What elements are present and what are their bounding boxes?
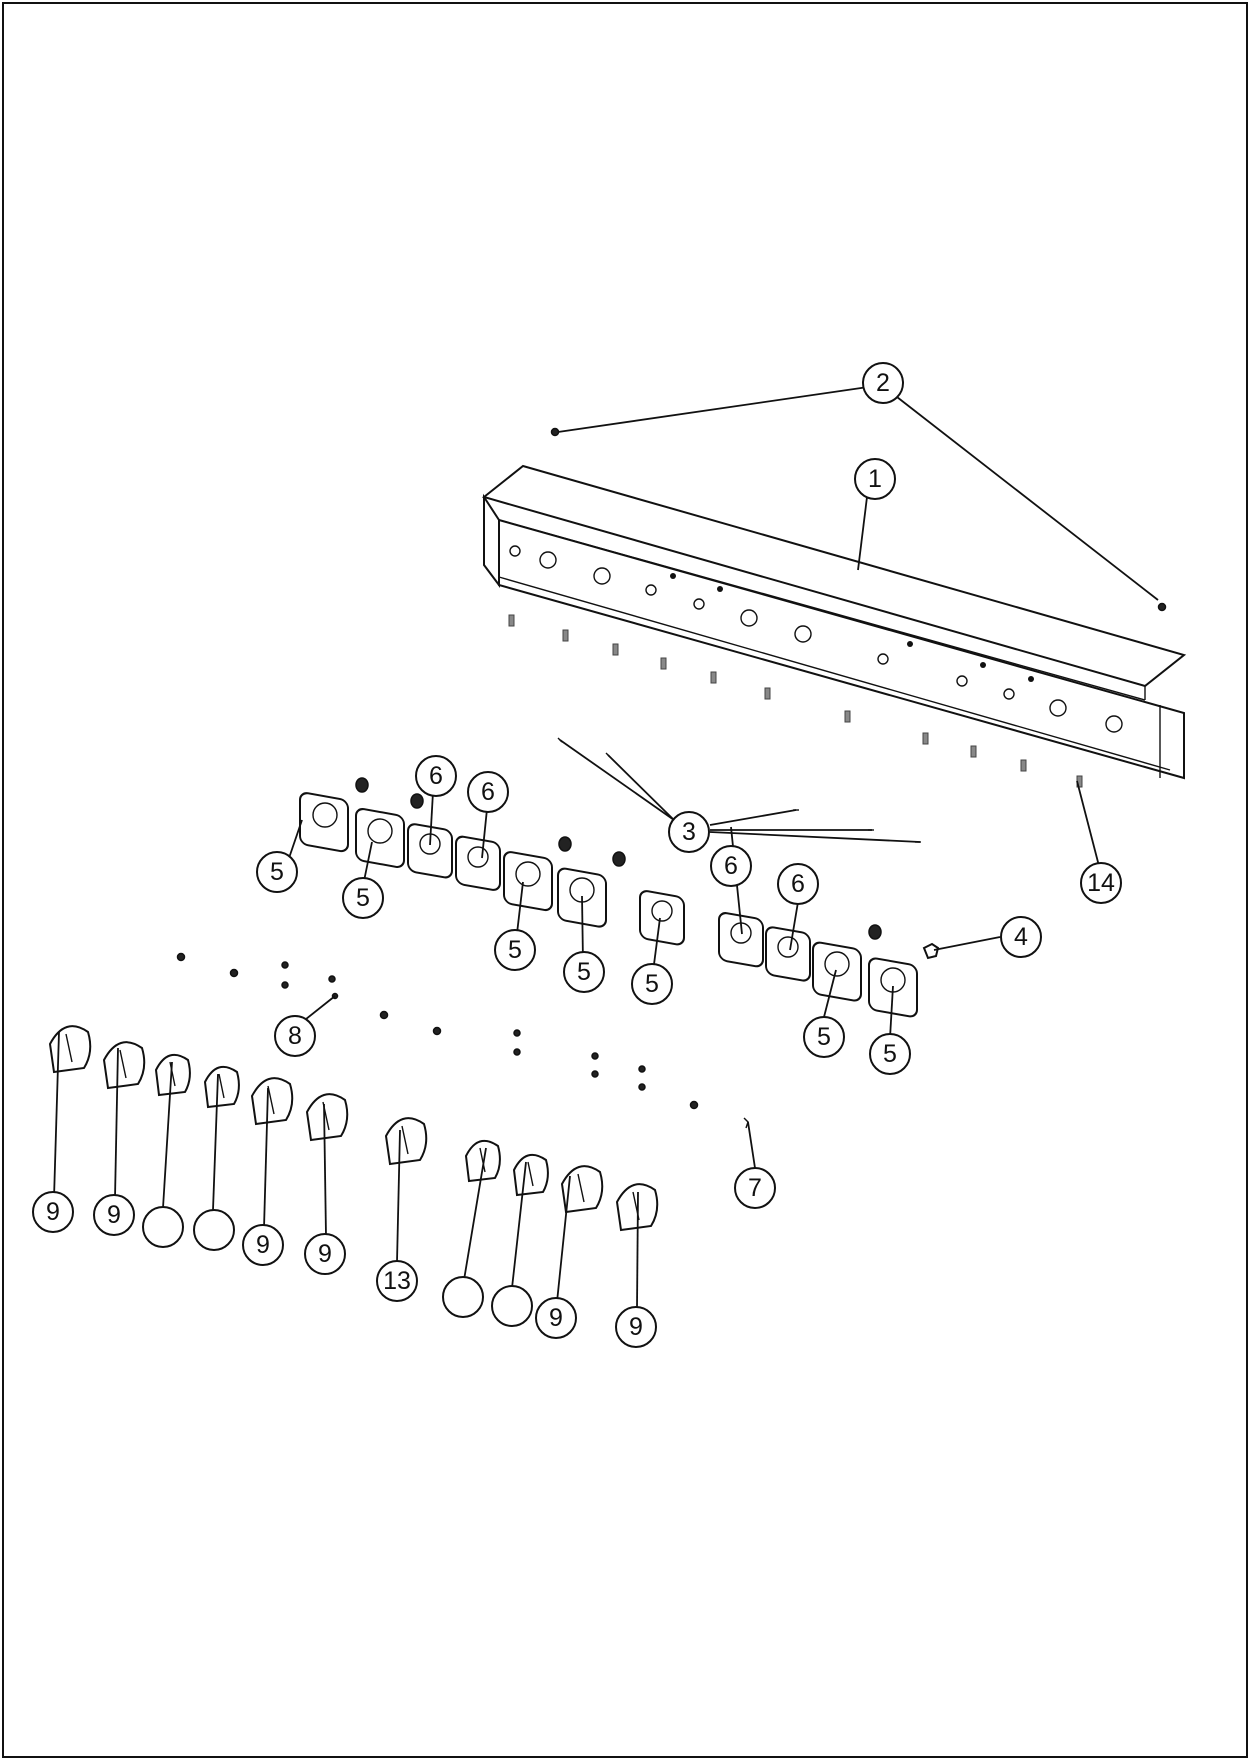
callout-label: 5 <box>645 970 659 998</box>
callout-circle <box>342 877 384 919</box>
callout-circle <box>467 771 509 813</box>
callout-14: 14 <box>1080 862 1122 904</box>
callout-label: 9 <box>629 1313 643 1341</box>
callout-label: 4 <box>1014 923 1028 951</box>
callout-9: 9 <box>304 1233 346 1275</box>
callout-5: 5 <box>803 1016 845 1058</box>
control-panel <box>481 464 1187 780</box>
callout-circle <box>563 951 605 993</box>
callout-circle <box>1000 916 1042 958</box>
callout-5: 5 <box>256 851 298 893</box>
callout-circle <box>274 1015 316 1057</box>
callout-circle <box>93 1194 135 1236</box>
callout-13: 13 <box>376 1260 418 1302</box>
callout-label: 9 <box>318 1240 332 1268</box>
callout-label: 5 <box>356 884 370 912</box>
callout-circle <box>803 1016 845 1058</box>
callout-label: 9 <box>549 1304 563 1332</box>
callout-circle <box>777 863 819 905</box>
callout-circle <box>376 1260 418 1302</box>
callout-label: 5 <box>883 1040 897 1068</box>
small-screws <box>176 952 699 1110</box>
callout-8: 8 <box>274 1015 316 1057</box>
callout-circle <box>415 755 457 797</box>
panel-clips <box>508 614 1083 788</box>
bezel-row <box>299 777 940 1018</box>
callout-9: 9 <box>535 1297 577 1339</box>
callout-circle <box>631 963 673 1005</box>
callout-label: 14 <box>1087 869 1115 897</box>
callout-circle <box>304 1233 346 1275</box>
callout-2: 2 <box>862 362 904 404</box>
callout-circle <box>1080 862 1122 904</box>
callout-9: 9 <box>32 1191 74 1233</box>
callout-label: 1 <box>868 465 882 493</box>
callout-blank <box>142 1206 184 1248</box>
callout-circle <box>193 1209 235 1251</box>
callout-7: 7 <box>734 1167 776 1209</box>
callout-label: 5 <box>270 858 284 886</box>
callout-6: 6 <box>415 755 457 797</box>
callout-label: 6 <box>724 852 738 880</box>
callout-label: 6 <box>791 870 805 898</box>
callout-circle <box>668 811 710 853</box>
callout-5: 5 <box>563 951 605 993</box>
callout-label: 2 <box>876 369 890 397</box>
callout-label: 3 <box>682 818 696 846</box>
callout-circle <box>862 362 904 404</box>
callout-4: 4 <box>1000 916 1042 958</box>
callout-9: 9 <box>93 1194 135 1236</box>
knob-row <box>48 1025 659 1232</box>
callout-9: 9 <box>615 1306 657 1348</box>
callout-bubbles: 2 1 3 14 4 5 5 6 6 5 5 5 6 6 5 5 8 7 9 9… <box>32 362 1122 1348</box>
callout-5: 5 <box>494 929 536 971</box>
callout-circle <box>256 851 298 893</box>
callout-circle <box>491 1285 533 1327</box>
callout-label: 5 <box>577 958 591 986</box>
callout-label: 6 <box>481 778 495 806</box>
callout-circle <box>535 1297 577 1339</box>
callout-label: 9 <box>107 1201 121 1229</box>
callout-blank <box>442 1276 484 1318</box>
callout-5: 5 <box>342 877 384 919</box>
callout-circle <box>442 1276 484 1318</box>
callout-6: 6 <box>777 863 819 905</box>
callout-label: 5 <box>508 936 522 964</box>
callout-label: 7 <box>748 1174 762 1202</box>
callout-6: 6 <box>467 771 509 813</box>
callout-circle <box>710 845 752 887</box>
callout-label: 8 <box>288 1022 302 1050</box>
callout-circle <box>734 1167 776 1209</box>
callout-5: 5 <box>869 1033 911 1075</box>
callout-blank <box>491 1285 533 1327</box>
callout-label: 6 <box>429 762 443 790</box>
callout-label: 13 <box>383 1267 411 1295</box>
callout-5: 5 <box>631 963 673 1005</box>
leader-lines <box>53 386 1159 1309</box>
callout-label: 9 <box>46 1198 60 1226</box>
callout-label: 5 <box>817 1023 831 1051</box>
callout-circle <box>854 458 896 500</box>
callout-6: 6 <box>710 845 752 887</box>
callout-9: 9 <box>242 1224 284 1266</box>
callout-circle <box>615 1306 657 1348</box>
pin-parts <box>557 737 921 843</box>
callout-circle <box>494 929 536 971</box>
callout-1: 1 <box>854 458 896 500</box>
callout-circle <box>869 1033 911 1075</box>
callout-circle <box>142 1206 184 1248</box>
callout-3: 3 <box>668 811 710 853</box>
callout-circle <box>242 1224 284 1266</box>
callout-blank <box>193 1209 235 1251</box>
callout-label: 9 <box>256 1231 270 1259</box>
callout-circle <box>32 1191 74 1233</box>
